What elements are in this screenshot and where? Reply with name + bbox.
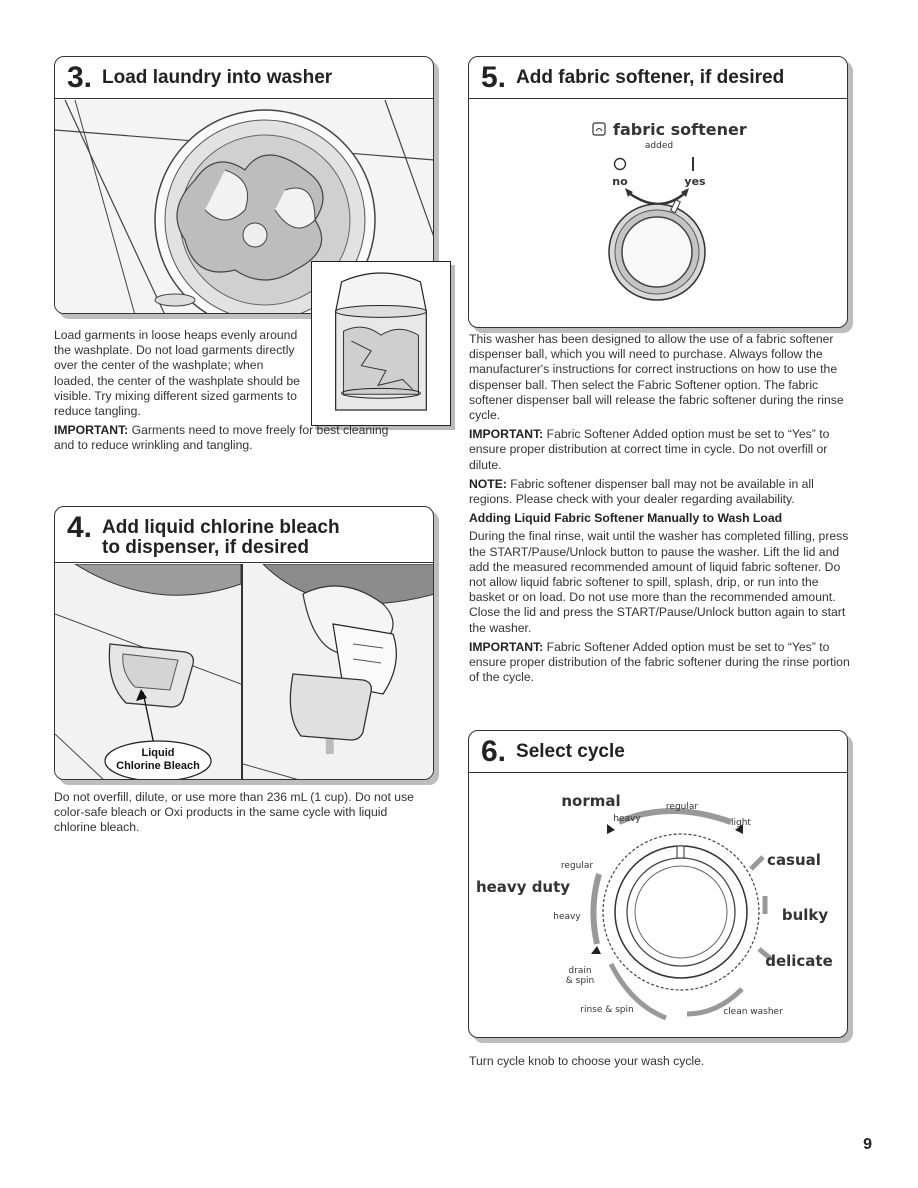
- step5-important1: IMPORTANT: Fabric Softener Added option …: [469, 427, 830, 472]
- label-heavy-top: heavy: [613, 814, 641, 824]
- label-heavy-left: heavy: [553, 912, 581, 922]
- step4-paragraph: Do not overfill, dilute, or use more tha…: [54, 790, 414, 835]
- label-bulky: bulky: [782, 906, 829, 924]
- step5-header: 5. Add fabric softener, if desired: [469, 57, 847, 99]
- step6-header: 6. Select cycle: [469, 731, 847, 773]
- step4-text: Do not overfill, dilute, or use more tha…: [54, 790, 420, 840]
- knob-indicator: [676, 845, 685, 859]
- step4-panel: 4. Add liquid chlorine bleach to dispens…: [54, 506, 434, 780]
- label-normal: normal: [561, 792, 620, 810]
- fabric-softener-label: fabric softener: [613, 120, 747, 139]
- step5-title: Add fabric softener, if desired: [516, 66, 785, 88]
- label-regular-left: regular: [561, 861, 593, 871]
- fabric-softener-sublabel: added: [645, 141, 673, 151]
- step5-important2: IMPORTANT: Fabric Softener Added option …: [469, 639, 850, 685]
- step6-title: Select cycle: [516, 740, 625, 762]
- callout-line2: Chlorine Bleach: [116, 760, 200, 772]
- divider: [241, 564, 243, 779]
- step3-number: 3.: [67, 60, 93, 94]
- label-drain-spin-1: drain: [568, 966, 591, 976]
- step3-panel: 3. Load laundry into washer: [54, 56, 434, 314]
- step3-title: Load laundry into washer: [102, 66, 333, 88]
- label-clean-washer: clean washer: [723, 1007, 783, 1017]
- pouring-bleach-illustration: [243, 564, 433, 779]
- option-yes: yes: [684, 175, 706, 188]
- page-number: 9: [863, 1136, 872, 1153]
- bleach-dispenser-illustration: Liquid Chlorine Bleach: [55, 564, 241, 779]
- step3-header: 3. Load laundry into washer: [55, 57, 433, 99]
- step4-number: 4.: [67, 511, 93, 544]
- step5-number: 5.: [481, 60, 507, 94]
- no-indicator: [613, 157, 627, 171]
- option-no: no: [612, 175, 628, 188]
- step6-panel: 6. Select cycle normal regular heavy: [468, 730, 848, 1038]
- callout-line1: Liquid: [142, 747, 175, 759]
- step4-title: Add liquid chlorine bleach to dispenser,…: [102, 517, 340, 558]
- label-rinse-spin: rinse & spin: [580, 1005, 633, 1015]
- cycle-knob: [602, 833, 760, 991]
- step3-important: IMPORTANT: Garments need to move freely …: [54, 423, 389, 453]
- step5-paragraph2: During the final rinse, wait until the w…: [469, 529, 849, 635]
- basket-loading-inset: [311, 261, 451, 426]
- label-delicate: delicate: [765, 952, 833, 970]
- label-regular-top: regular: [666, 802, 698, 812]
- step5-paragraph1: This washer has been designed to allow t…: [469, 332, 844, 423]
- label-heavy-duty: heavy duty: [476, 878, 570, 896]
- label-light: light: [731, 818, 751, 828]
- step5-note: NOTE: Fabric softener dispenser ball may…: [469, 476, 814, 507]
- label-casual: casual: [767, 851, 821, 869]
- step5-text: This washer has been designed to allow t…: [469, 332, 855, 689]
- washer-top-illustration: [55, 100, 433, 313]
- fabric-softener-control: fabric softener added no yes: [469, 100, 847, 327]
- step3-paragraph: Load garments in loose heaps evenly arou…: [54, 328, 300, 419]
- step4-header: 4. Add liquid chlorine bleach to dispens…: [55, 507, 433, 563]
- label-drain-spin-2: & spin: [566, 976, 595, 986]
- step6-caption: Turn cycle knob to choose your wash cycl…: [469, 1054, 705, 1068]
- step5-subhead: Adding Liquid Fabric Softener Manually t…: [469, 511, 783, 526]
- step6-number: 6.: [481, 734, 507, 768]
- step3-text: Load garments in loose heaps evenly arou…: [54, 328, 394, 458]
- cycle-knob-illustration: normal regular heavy light casual regula…: [469, 774, 847, 1037]
- fabric-softener-icon: [595, 128, 603, 132]
- step5-panel: 5. Add fabric softener, if desired fabri…: [468, 56, 848, 328]
